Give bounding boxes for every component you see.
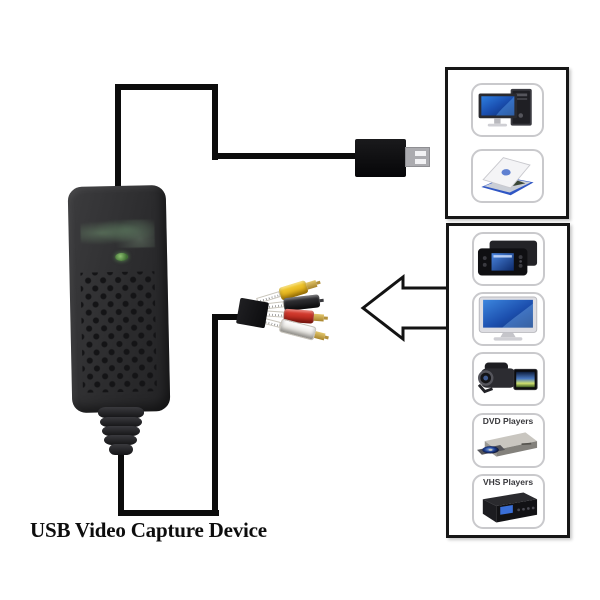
dvd-players-label: DVD Players xyxy=(482,416,534,427)
usb-cable-segment xyxy=(115,84,218,90)
av-cable-segment xyxy=(118,510,219,516)
desktop-computer-icon xyxy=(478,88,532,127)
caption: USB Video Capture Device xyxy=(30,518,267,542)
power-led xyxy=(115,252,129,262)
device-vent-holes xyxy=(80,271,157,393)
usb-contact-slot xyxy=(415,151,426,156)
rca-tip xyxy=(313,313,325,321)
rca-tip-nub xyxy=(324,335,330,339)
laptop-icon xyxy=(481,157,534,196)
tile-dvd-player: DVD Players xyxy=(471,412,545,468)
vhs-players-label: VHS Players xyxy=(482,477,534,488)
usb-contact-slot xyxy=(415,159,426,164)
device-branding-smudge xyxy=(80,219,155,249)
usb-sources-panel xyxy=(445,67,569,219)
tv-monitor-icon xyxy=(478,296,538,341)
s-video-tip xyxy=(319,298,324,302)
rca-breakout-body xyxy=(235,297,270,329)
portable-media-player-icon xyxy=(477,240,538,276)
usb-cable-segment xyxy=(212,84,218,160)
video-sources-panel: DVD Players VHS Players xyxy=(446,223,570,538)
rca-tip-nub xyxy=(323,315,328,320)
usb-cable-segment xyxy=(212,153,358,159)
av-cable-segment xyxy=(214,314,246,320)
av-cable-segment xyxy=(212,314,218,516)
dvd-player-icon xyxy=(477,432,538,457)
av-cable-segment xyxy=(118,450,124,516)
tile-tv-monitor xyxy=(471,292,545,347)
tile-laptop xyxy=(470,149,544,204)
rca-tip-nub xyxy=(315,280,321,285)
usb-plug-metal xyxy=(405,147,430,167)
usb-cable-segment xyxy=(115,84,121,190)
vhs-player-icon xyxy=(482,492,538,523)
capture-device-body xyxy=(67,184,171,414)
usb-plug xyxy=(355,139,406,177)
tile-portable-media-player xyxy=(471,232,545,287)
tile-desktop-computer xyxy=(470,82,544,137)
tile-vhs-player: VHS Players xyxy=(471,473,545,529)
tile-camcorder xyxy=(471,352,545,407)
camcorder-icon xyxy=(477,363,538,394)
